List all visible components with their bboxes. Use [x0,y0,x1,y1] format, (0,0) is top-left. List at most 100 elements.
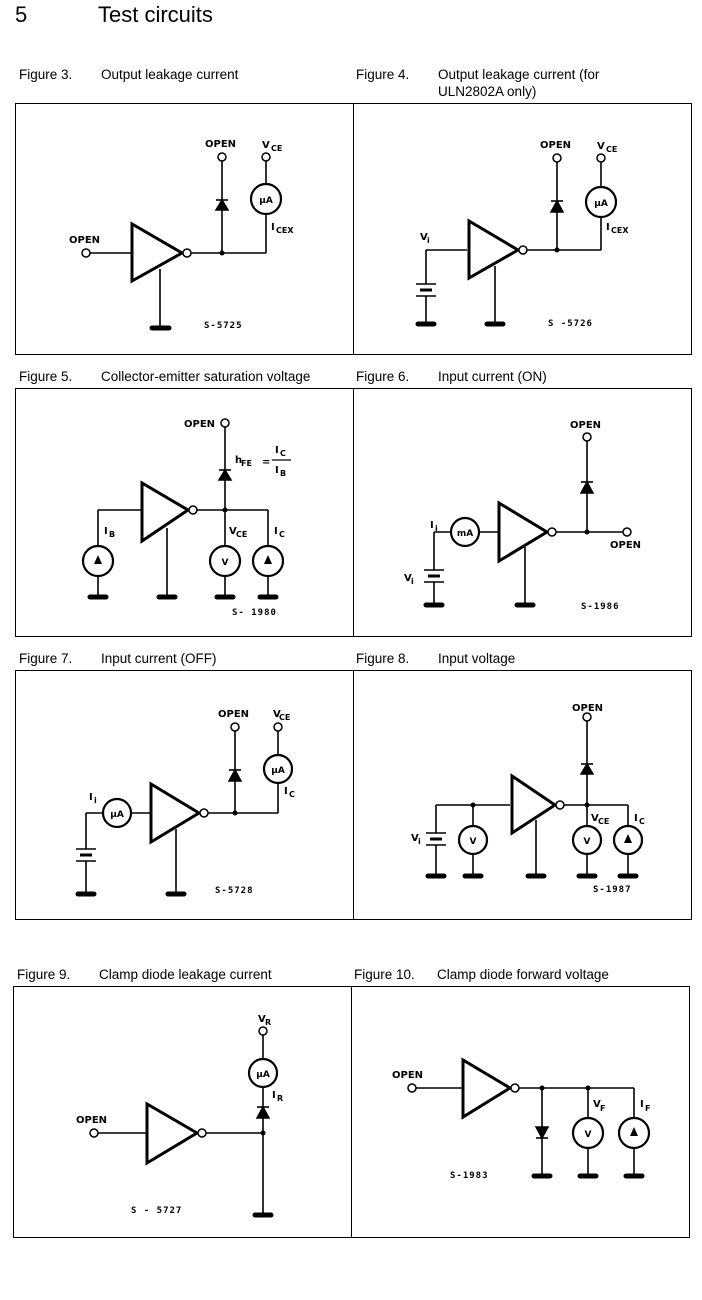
open-label: OPEN [205,139,236,150]
ii-sub: i [94,796,97,805]
diode-icon [579,762,595,775]
ic-sub: C [289,790,295,799]
open-label: OPEN [540,140,571,151]
meter-label: µA [256,1070,270,1080]
drawing-ref: S-5725 [204,321,243,331]
figure-title: Clamp diode leakage current [99,967,272,982]
input-terminal [407,1083,417,1093]
figure-title: Output leakage current (for [438,67,600,82]
vf-sub: F [600,1104,605,1113]
circuit-input-current-on: I i mA V i OPEN OPEN S-1986 [404,420,641,612]
icex-label: I [606,222,610,233]
drawing-ref: S-1983 [450,1171,489,1181]
vce-terminal [261,152,271,162]
vi-sub: i [411,577,414,586]
figure-3-diagram: OPEN OPEN µA V CE I CEX S-5725 [15,103,354,355]
output-bubble [182,248,192,258]
ib-sub: B [109,530,115,539]
vi-label: V [411,833,419,844]
if-label: I [640,1099,644,1110]
circuit-clamp-diode-forward: OPEN V V F I F S-1983 [392,1057,650,1181]
figure-number: Figure 5. [19,369,73,384]
ic-numerator-sub: C [280,449,286,458]
output-open-label: OPEN [610,540,641,551]
ic-sub: C [279,530,285,539]
figure-number: Figure 3. [19,67,73,82]
vi-label: V [420,232,428,243]
voltmeter-label: V [222,558,229,568]
vce-label: V [229,526,237,537]
figure-6-diagram: I i mA V i OPEN OPEN S-1986 [353,388,692,637]
inverter-buffer-icon [461,1057,513,1120]
figure-8-diagram: V i V OPEN V V CE I C S-1987 [353,670,692,920]
equals-sign: = [262,457,270,468]
input-label: OPEN [392,1070,423,1081]
vr-label: V [258,1014,266,1025]
circuit-output-leakage: OPEN OPEN µA V CE I CEX S-5725 [69,139,294,331]
vce-sub: CE [598,817,609,826]
meter-label: mA [457,529,473,539]
diode-icon [534,1126,550,1140]
voltmeter-in-label: V [470,837,477,847]
ii-label: I [89,792,93,803]
microammeter-icon [262,753,294,785]
diode-icon [255,1105,271,1119]
section-title: Test circuits [98,2,213,27]
diode-icon [227,768,243,782]
figure-title: Input current (ON) [438,369,547,384]
vf-label: V [593,1099,601,1110]
drawing-ref: S -5726 [548,319,593,329]
section-number: 5 [15,2,28,27]
ii-sub: i [435,524,438,533]
inverter-buffer-icon [510,773,558,836]
figure-number: Figure 8. [356,651,410,666]
ir-label: I [272,1090,276,1101]
input-label: OPEN [76,1115,107,1126]
figure-title: Output leakage current [101,67,239,82]
vce-sub: CE [279,713,290,722]
drawing-ref: S-5728 [215,886,254,896]
ib-denominator: I [275,465,279,476]
microammeter-icon [584,185,618,219]
circuit-input-voltage: V i V OPEN V V CE I C S-1987 [411,703,645,895]
microammeter-icon [247,1057,279,1089]
diode-icon [214,198,230,211]
inverter-buffer-icon [467,218,521,281]
icex-sub: CEX [276,226,294,235]
diode-icon [579,480,595,494]
inverter-buffer-icon [145,1101,200,1166]
hfe-label: h [235,455,242,466]
figure-number: Figure 4. [356,67,410,82]
meter-label: µA [259,196,273,206]
vce-sub: CE [271,144,282,153]
circuit-input-current-off: I i µA OPEN µA V CE I C S-5728 [75,709,295,897]
figure-4-diagram: V i OPEN µA V CE I CEX S -5726 [353,103,692,355]
ic-label: I [274,526,278,537]
input-label: OPEN [69,235,100,246]
figure-number: Figure 10. [354,967,415,982]
open-label: OPEN [218,709,249,720]
hfe-sub: FE [241,459,252,468]
drawing-ref: S-1986 [581,602,620,612]
drawing-ref: S- 1980 [232,608,277,618]
ic-numerator: I [275,445,279,456]
diode-icon [217,468,233,481]
ib-label: I [104,526,108,537]
figure-number: Figure 6. [356,369,410,384]
open-label: OPEN [570,420,601,431]
ic-label: I [634,813,638,824]
figure-9-diagram: OPEN µA V R I R S - 5727 [13,986,352,1238]
vi-sub: i [418,837,421,846]
vi-label: V [404,573,412,584]
output-terminal [622,527,632,537]
figure-title: Input voltage [438,651,516,666]
inverter-buffer-icon [130,221,186,284]
inverter-buffer-icon [497,500,550,564]
figure-number: Figure 7. [19,651,73,666]
vce-label: V [591,813,599,824]
vce-sub: CE [236,530,247,539]
drawing-ref: S-1987 [593,885,632,895]
vce-label: V [597,141,605,152]
inverter-buffer-icon [140,480,191,544]
meter-out-label: µA [271,766,285,776]
